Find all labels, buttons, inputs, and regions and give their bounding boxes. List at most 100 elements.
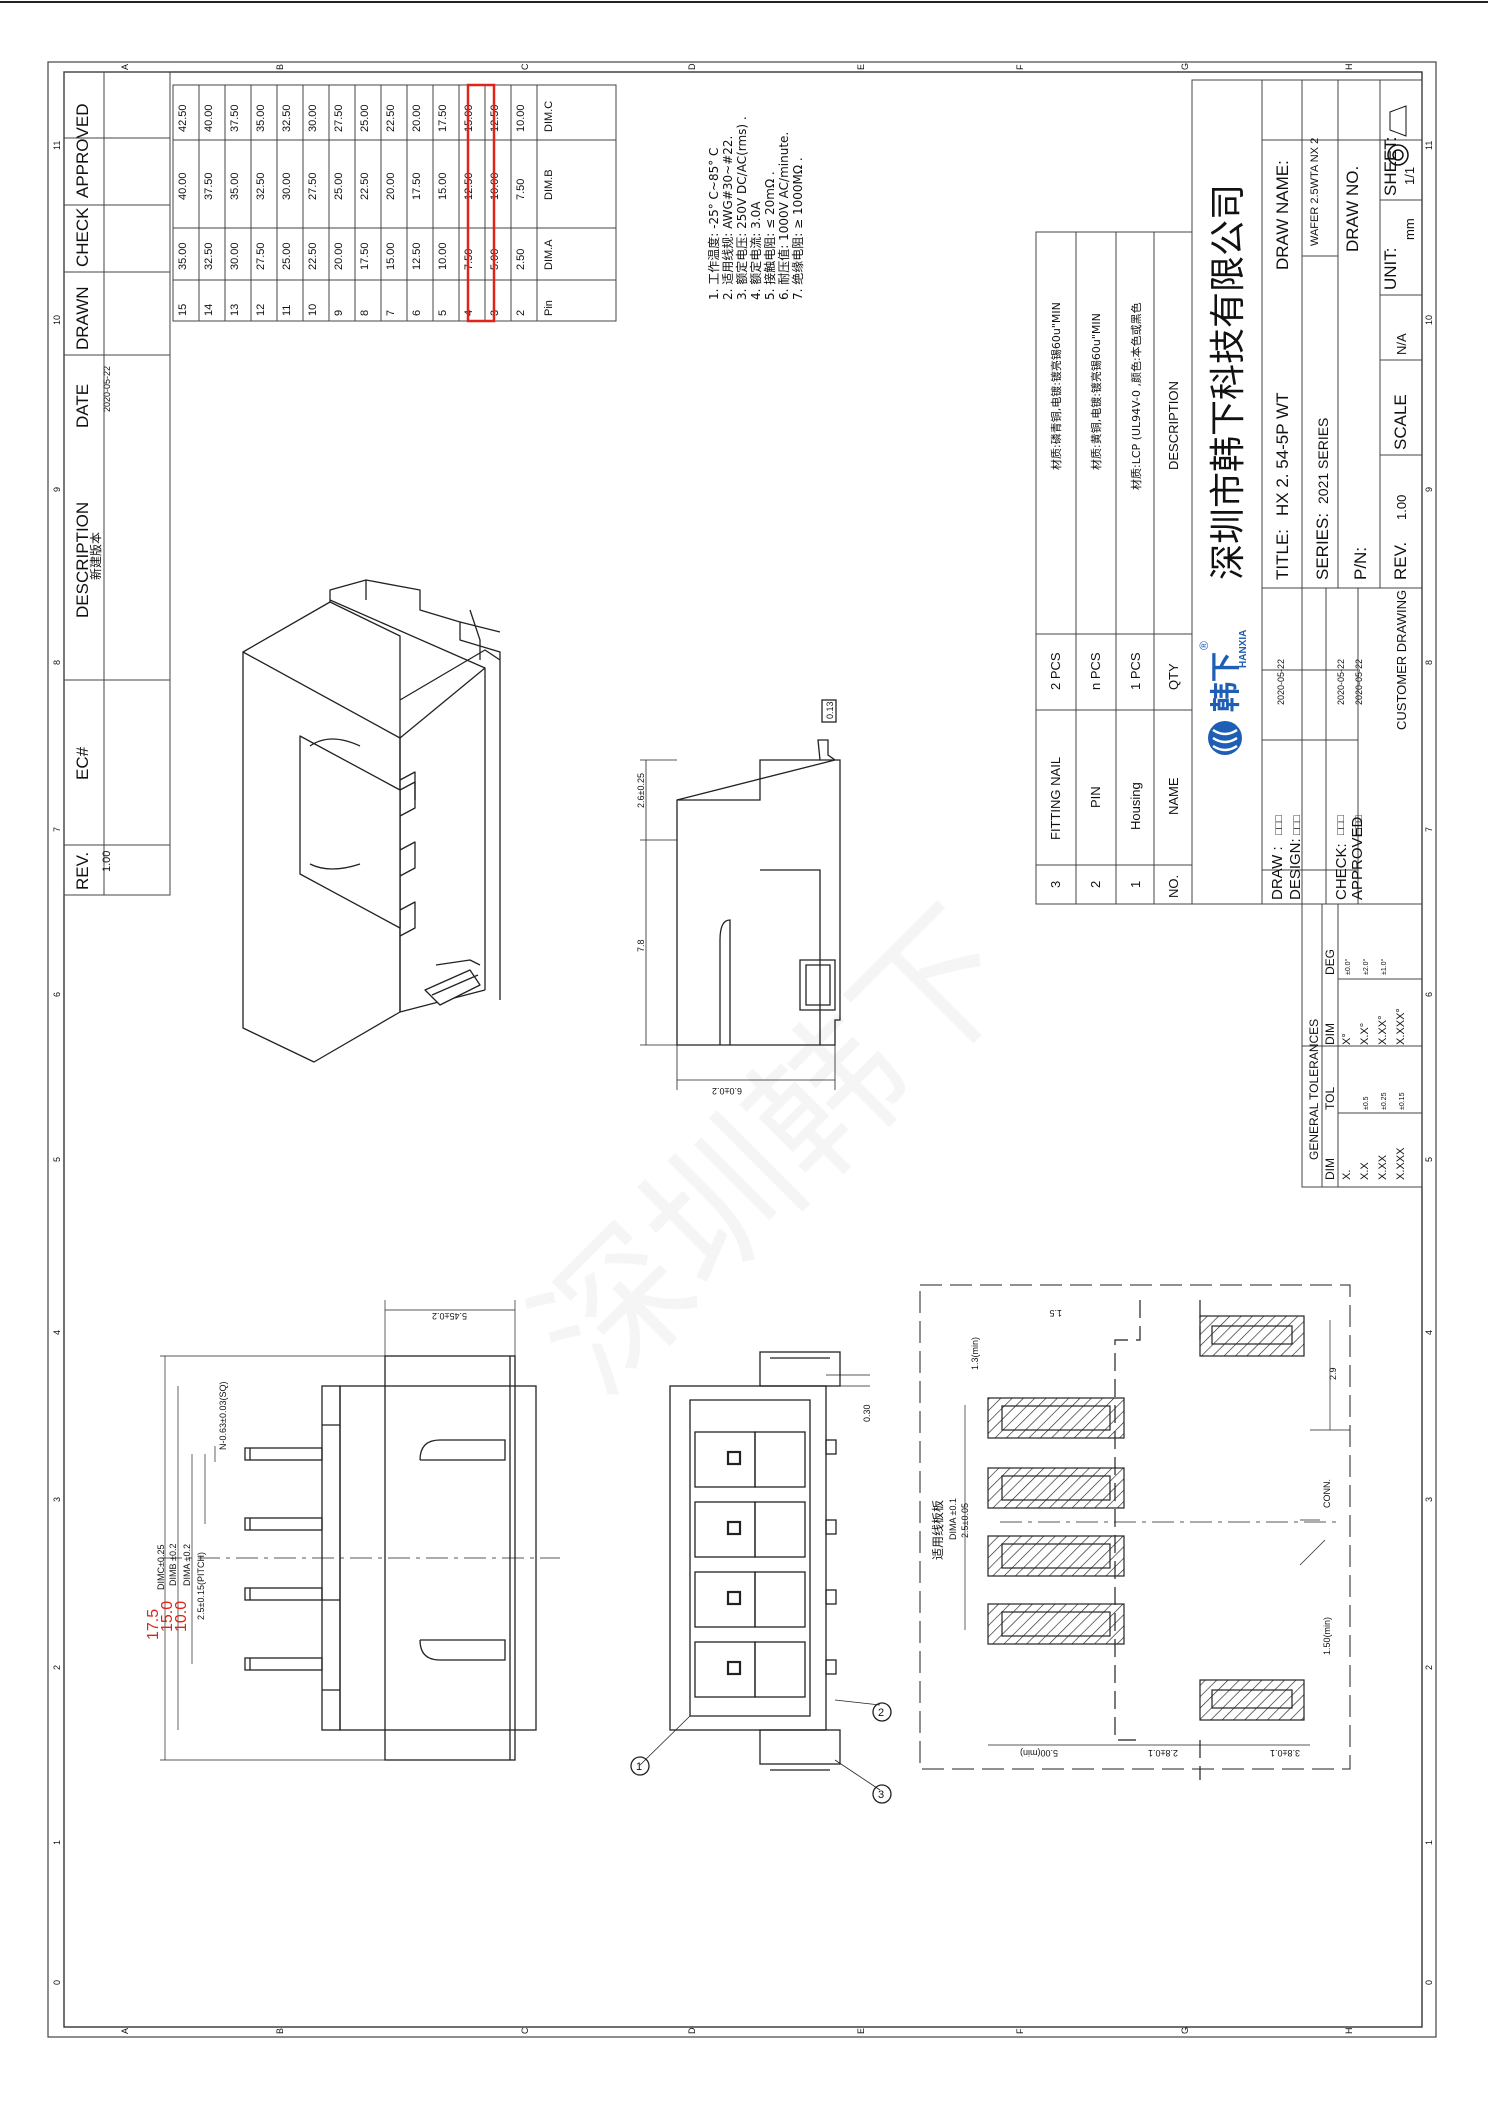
dim-cell: 10.00 — [437, 242, 449, 270]
title-block — [1191, 79, 1423, 905]
tolerance-cell: ±0.15 — [1399, 1092, 1406, 1110]
svg-text:TITLE:: TITLE: — [1273, 529, 1292, 580]
svg-text:3: 3 — [52, 1497, 62, 1502]
svg-text:1: 1 — [1424, 1840, 1434, 1845]
svg-text:1 PCS: 1 PCS — [1128, 652, 1143, 690]
svg-text:P/N:: P/N: — [1351, 547, 1370, 580]
svg-text:DESCRIPTION: DESCRIPTION — [1166, 381, 1181, 470]
svg-text:□□□: □□□ — [1353, 815, 1365, 835]
svg-text:□□□: □□□ — [1291, 815, 1303, 835]
svg-text:DRAW :: DRAW : — [1269, 846, 1286, 900]
approved-header: APPROVED — [73, 104, 92, 198]
red-dim-c: 17.5 — [145, 1609, 162, 1640]
dim-cell: 20.00 — [385, 172, 397, 200]
tolerance-cell: ±2.0° — [1362, 958, 1370, 975]
top-view — [160, 1300, 560, 1761]
tolerance-table-cells: GENERAL TOLERANCESDIMTOLDIMDEGX.X°±0.0°X… — [1307, 949, 1407, 1180]
dim-cell: 22.50 — [307, 242, 319, 270]
tolerance-header: DEG — [1323, 949, 1337, 975]
svg-text:REV.: REV. — [1391, 542, 1410, 580]
dim-cell: 27.50 — [307, 172, 319, 200]
dim-cell: 7.50 — [515, 179, 527, 200]
svg-text:0: 0 — [52, 1980, 62, 1985]
svg-text:2.6±0.25: 2.6±0.25 — [636, 773, 646, 808]
dim-cell: 15.00 — [437, 172, 449, 200]
svg-text:B: B — [275, 64, 285, 70]
dimension-table — [172, 84, 617, 322]
svg-text:8: 8 — [52, 660, 62, 665]
tolerance-cell: X.XXX° — [1395, 1008, 1407, 1045]
dim-cell: 17.50 — [411, 172, 423, 200]
front-view-labels: 0.30 1 2 3 — [636, 1404, 884, 1801]
svg-text:C: C — [520, 2027, 530, 2034]
dim-cell: 40.00 — [203, 104, 215, 132]
svg-text:A: A — [120, 2028, 130, 2034]
svg-text:SCALE: SCALE — [1391, 394, 1410, 450]
svg-text:H: H — [1344, 2028, 1354, 2035]
svg-text:N-0.63±0.03(SQ): N-0.63±0.03(SQ) — [218, 1382, 228, 1450]
dim-cell: 32.50 — [203, 242, 215, 270]
svg-text:CONN.: CONN. — [1322, 1479, 1332, 1508]
dim-cell: 35.00 — [255, 104, 267, 132]
svg-text:2.8±0.1: 2.8±0.1 — [1148, 1748, 1178, 1758]
dim-cell: 25.00 — [359, 104, 371, 132]
svg-text:HANXIA: HANXIA — [1238, 630, 1249, 668]
dim-header: DIM.B — [543, 169, 555, 200]
svg-text:E: E — [856, 2028, 866, 2034]
svg-text:1.3(min): 1.3(min) — [970, 1337, 980, 1370]
dim-cell: 27.50 — [333, 104, 345, 132]
series: 2021 SERIES — [1315, 418, 1331, 504]
svg-text:UNIT:: UNIT: — [1381, 248, 1400, 291]
isometric-view — [242, 579, 501, 1063]
dim-cell: 30.00 — [281, 172, 293, 200]
svg-text:2: 2 — [1088, 881, 1103, 888]
dim-cell: 10 — [307, 304, 319, 316]
spec-line: 3. 额定电压: 250V DC/AC(rms) . — [734, 116, 749, 300]
svg-text:0: 0 — [1424, 1980, 1434, 1985]
top-view-labels: 5.45±0.2 N-0.63±0.03(SQ) DIMC±0.25 DIMB … — [145, 1311, 467, 1640]
svg-text:N/A: N/A — [1394, 333, 1409, 355]
svg-text:1/1: 1/1 — [1402, 167, 1417, 185]
date-header: DATE — [73, 384, 92, 428]
dim-cell: 20.00 — [411, 104, 423, 132]
svg-text:11: 11 — [1424, 141, 1434, 150]
tolerance-cell: X.XX° — [1377, 1016, 1389, 1045]
svg-text:4: 4 — [52, 1330, 62, 1335]
svg-text:DIMC±0.25: DIMC±0.25 — [156, 1545, 166, 1590]
tolerance-cell: ±0.5 — [1363, 1096, 1370, 1110]
svg-text:0.30: 0.30 — [862, 1404, 872, 1422]
svg-text:n PCS: n PCS — [1088, 652, 1103, 690]
callout-2: 2 — [878, 1707, 884, 1719]
svg-text:QTY: QTY — [1166, 663, 1181, 690]
tolerance-title: GENERAL TOLERANCES — [1307, 1019, 1321, 1160]
zone-markers: A B C D E F G H A B C D E F G H 11 10 9 … — [52, 63, 1434, 2034]
dim-cell: 10.00 — [515, 104, 527, 132]
dim-cell: 32.50 — [255, 172, 267, 200]
tolerance-cell: X.X° — [1359, 1023, 1371, 1045]
description-value: 新建版本 — [88, 532, 103, 580]
svg-text:F: F — [1015, 2028, 1025, 2034]
drawing-title: HX 2. 54-5P WT — [1273, 393, 1292, 516]
dim-cell: 5 — [437, 310, 449, 316]
ec-header: EC# — [73, 746, 92, 780]
tolerance-header: DIM — [1323, 1023, 1337, 1045]
dim-cell: 9 — [333, 310, 345, 316]
dim-cell: 7 — [385, 310, 397, 316]
svg-text:G: G — [1180, 2027, 1190, 2034]
svg-text:H: H — [1344, 64, 1354, 71]
dim-cell: 12 — [255, 304, 267, 316]
side-view-labels: 2.6±0.25 7.8 6.0±0.2 0.13 — [636, 701, 835, 1096]
svg-text:2020-05-22: 2020-05-22 — [1336, 659, 1346, 705]
dim-header: Pin — [543, 300, 555, 316]
dim-cell: 2.50 — [515, 249, 527, 270]
bom-labels: 材质:磷青铜,电镀:镀亮锡60u"MIN 材质:黄铜,电镀:镀亮锡60u"MIN… — [1048, 302, 1181, 898]
svg-text:6: 6 — [52, 992, 62, 997]
dim-cell: 11 — [281, 305, 293, 316]
dim-header: DIM.A — [543, 239, 555, 270]
svg-text:3.8±0.1: 3.8±0.1 — [1270, 1748, 1300, 1758]
dim-cell: 2 — [515, 310, 527, 316]
dim-cell: 37.50 — [229, 104, 241, 132]
svg-text:2 PCS: 2 PCS — [1048, 652, 1063, 690]
svg-text:DESIGN:: DESIGN: — [1287, 838, 1304, 900]
